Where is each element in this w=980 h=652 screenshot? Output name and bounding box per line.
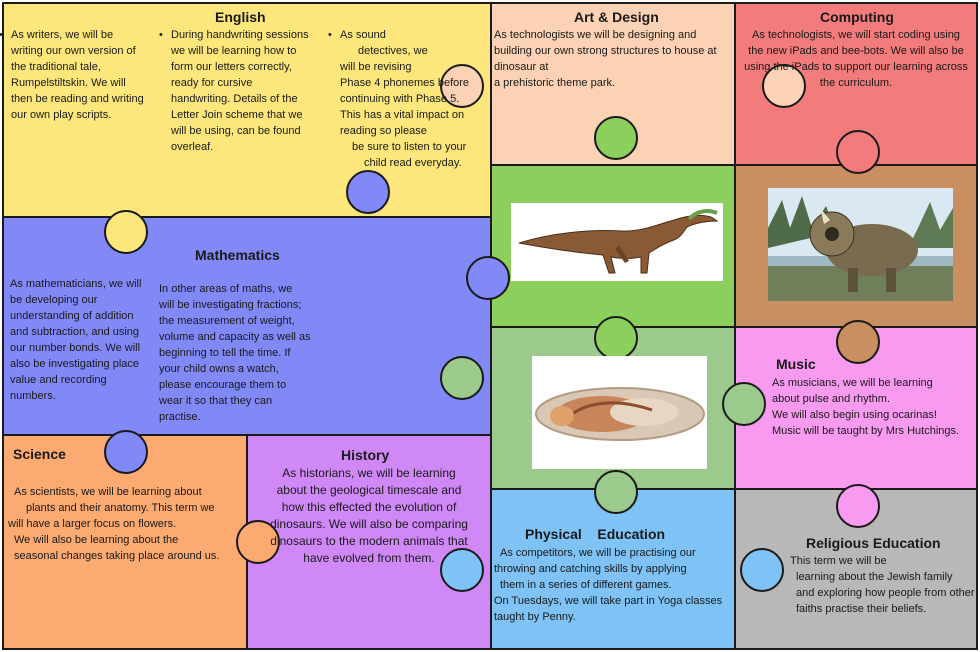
mathematics-measures-text: In other areas of maths, we will be inve…: [159, 283, 311, 423]
puzzle-knob: [104, 430, 148, 474]
computing-text: As technologists, we will start coding u…: [744, 29, 968, 89]
puzzle-knob: [104, 210, 148, 254]
religious-education-title: Religious Education: [806, 535, 941, 551]
horned-dinosaur-illustration: [768, 188, 953, 301]
puzzle-knob: [440, 356, 484, 400]
mathematics-number-text: As mathematicians, we will be developing…: [10, 278, 142, 402]
puzzle-knob: [836, 320, 880, 364]
religious-education-text: This term we will be learning about the …: [790, 555, 975, 615]
physical-education-text: As competitors, we will be practising ou…: [494, 547, 723, 623]
physical-education-title: Physical Education: [525, 526, 666, 542]
puzzle-knob: [594, 316, 638, 360]
music-text: As musicians, we will be learning about …: [772, 377, 960, 437]
dinosaur-illustration: [518, 209, 719, 274]
art-design-title: Art & Design: [574, 9, 659, 25]
puzzle-knob: [440, 548, 484, 592]
computing-title: Computing: [820, 9, 894, 25]
puzzle-knob: [440, 64, 484, 108]
puzzle-knob: [594, 470, 638, 514]
puzzle-knob: [346, 170, 390, 214]
puzzle-knob: [836, 484, 880, 528]
puzzle-knob: [722, 382, 766, 426]
history-piece: [246, 434, 492, 650]
mathematics-piece: [2, 216, 492, 436]
english-phonics-text: As sound detectives, we will be revising…: [328, 27, 469, 171]
science-text: As scientists, we will be learning about…: [8, 486, 220, 562]
music-title: Music: [776, 356, 816, 372]
art-design-text: As technologists we will be designing an…: [494, 29, 717, 89]
science-title: Science: [13, 446, 66, 462]
history-text: As historians, we will be learning about…: [270, 466, 468, 565]
puzzle-knob: [740, 548, 784, 592]
puzzle-knob: [236, 520, 280, 564]
embryo-illustration: [535, 387, 705, 441]
parasaurolophus-photo: [511, 203, 723, 281]
history-title: History: [341, 447, 390, 463]
mathematics-title: Mathematics: [195, 247, 280, 263]
english-handwriting-text: During handwriting sessions we will be l…: [159, 27, 309, 155]
dinosaur-embryo-photo: [532, 356, 707, 469]
english-writers-text: As writers, we will be writing our own v…: [0, 27, 144, 123]
puzzle-knob: [762, 64, 806, 108]
english-title: English: [215, 9, 266, 25]
puzzle-knob: [466, 256, 510, 300]
horned-dinosaur-photo: [768, 188, 953, 301]
puzzle-knob: [836, 130, 880, 174]
puzzle-knob: [594, 116, 638, 160]
